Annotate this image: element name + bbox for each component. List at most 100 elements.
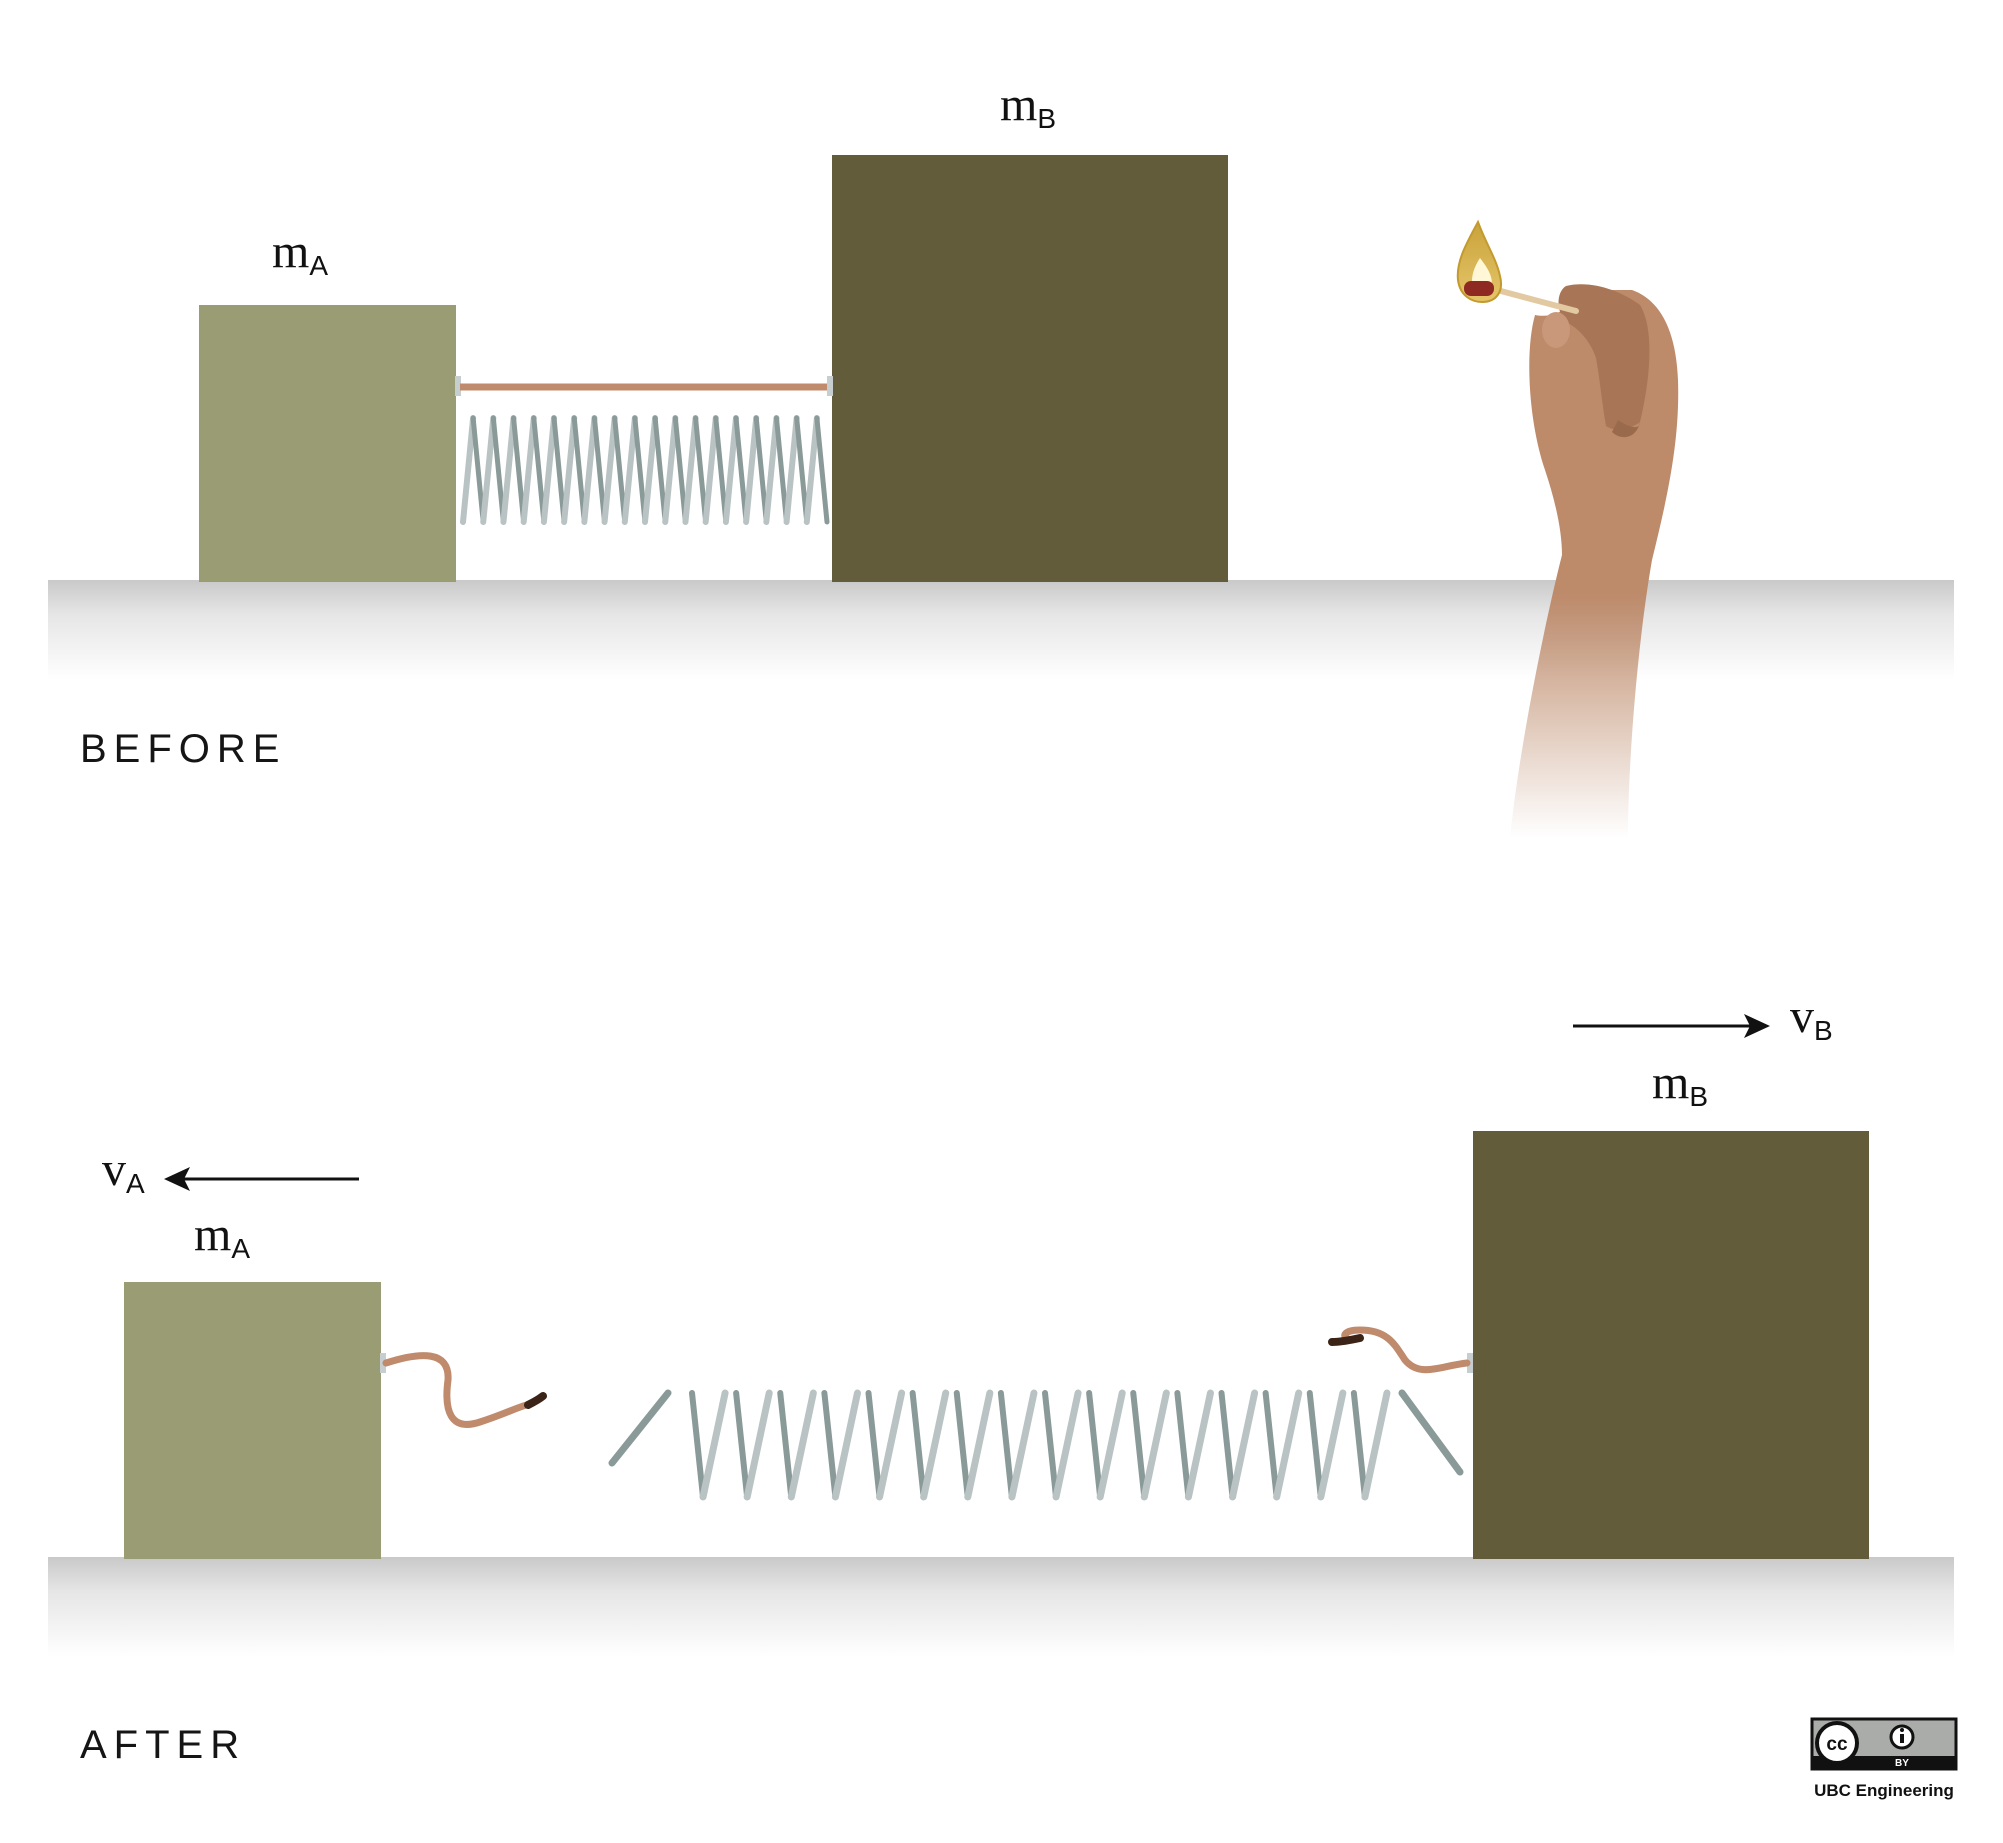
floor-before	[48, 580, 1954, 680]
spring-coil	[581, 415, 598, 525]
spring-coil	[672, 415, 688, 525]
mass-a-symbol: m	[194, 1208, 231, 1261]
by-person-icon-head	[1900, 1728, 1904, 1732]
match-head	[1464, 281, 1494, 296]
burnt-thread-b-tip	[1328, 1334, 1364, 1346]
spring-coil	[531, 415, 547, 525]
spring-coil	[1361, 1389, 1391, 1501]
spring-coil	[693, 415, 709, 525]
spring-coil	[702, 415, 719, 525]
spring-coil	[1174, 1390, 1192, 1500]
velocity-b-symbol: v	[1790, 990, 1814, 1043]
spring-coil	[551, 415, 567, 525]
spring-coil	[794, 415, 810, 525]
burnt-thread-b	[1341, 1326, 1471, 1374]
spring-coil	[470, 415, 486, 525]
clip-b-before	[827, 376, 833, 396]
spring-coil	[733, 415, 749, 525]
spring-coil	[1350, 1390, 1368, 1500]
spring-coil	[601, 415, 618, 525]
spring-coil	[460, 415, 477, 525]
velocity-a-symbol: v	[102, 1143, 126, 1196]
spring-coil	[520, 415, 537, 525]
spring-coil	[591, 415, 608, 525]
hand-knuckle	[1612, 420, 1640, 438]
released-spring	[608, 1389, 1464, 1501]
spring-coil	[571, 415, 587, 525]
spring-coil	[480, 415, 497, 525]
before-section: mA mB BEFORE	[48, 78, 1954, 838]
velocity-a-subscript: A	[126, 1168, 145, 1199]
spring-coil	[753, 415, 769, 525]
spring-coil	[1008, 1389, 1038, 1501]
block-b-before	[832, 155, 1228, 582]
spring-coil	[632, 415, 648, 525]
velocity-b-subscript: B	[1814, 1015, 1833, 1046]
spring-coil	[1218, 1390, 1236, 1500]
spring-coil	[909, 1390, 927, 1500]
spring-coil	[490, 415, 506, 525]
spring-coil	[783, 415, 800, 525]
spring-coil	[612, 415, 628, 525]
spring-coil	[777, 1390, 795, 1500]
spring-coil	[682, 415, 699, 525]
block-a-after	[124, 1282, 381, 1559]
label-velocity-a: vA	[102, 1143, 145, 1199]
spring-coil	[1130, 1390, 1148, 1500]
spring-coil	[1052, 1389, 1082, 1501]
spring-coil	[1184, 1389, 1214, 1501]
spring-coil	[652, 415, 668, 525]
spring-coil	[876, 1389, 906, 1501]
after-label: AFTER	[80, 1723, 246, 1767]
spring-coil	[865, 1390, 883, 1500]
spring-coil	[953, 1390, 971, 1500]
block-b-after	[1473, 1131, 1869, 1559]
burnt-thread-a-tip	[524, 1392, 547, 1409]
mass-a-subscript: A	[309, 250, 328, 281]
label-mass-a-after: mA	[194, 1208, 250, 1264]
by-person-icon-body	[1900, 1734, 1904, 1743]
credit-text: UBC Engineering	[1814, 1781, 1954, 1800]
label-mass-b-before: mB	[1000, 78, 1056, 134]
label-mass-b-after: mB	[1652, 1056, 1708, 1112]
spring-coil	[997, 1390, 1015, 1500]
spring-coil	[713, 415, 729, 525]
spring-coil	[662, 415, 679, 525]
spring-coil	[722, 415, 739, 525]
cc-text: cc	[1826, 1734, 1848, 1755]
cc-icon	[1815, 1721, 1859, 1765]
license-badge: cc BY UBC Engineering	[1810, 1717, 1958, 1800]
spring-coil	[500, 415, 517, 525]
label-velocity-b: vB	[1790, 990, 1833, 1046]
arm	[1510, 290, 1679, 838]
mass-b-symbol: m	[1000, 78, 1037, 131]
spring-coil	[1086, 1390, 1104, 1500]
spring-coil	[540, 415, 557, 525]
spring-coil	[1140, 1389, 1170, 1501]
spring-coil	[699, 1389, 729, 1501]
before-label: BEFORE	[80, 727, 286, 771]
spring-end	[1398, 1389, 1464, 1476]
spring-coil	[1273, 1389, 1303, 1501]
spring-coil	[1229, 1389, 1259, 1501]
hand-fingers	[1558, 284, 1650, 430]
spring-coil	[689, 1390, 707, 1500]
spring-coil	[1262, 1390, 1280, 1500]
spring-end	[608, 1389, 672, 1467]
block-a-before	[199, 305, 456, 582]
spring-coil	[787, 1389, 817, 1501]
spring-coil	[1317, 1389, 1347, 1501]
spring-coil	[814, 415, 830, 525]
mass-b-subscript: B	[1037, 103, 1056, 134]
spring-coil	[803, 415, 820, 525]
spring-coil	[733, 1390, 751, 1500]
spring-coil	[511, 415, 527, 525]
spring-coil	[773, 415, 790, 525]
velocity-b-arrowhead	[1744, 1014, 1770, 1038]
floor-after	[48, 1557, 1954, 1657]
spring-coil	[920, 1389, 950, 1501]
spring-coil	[964, 1389, 994, 1501]
thumb	[1542, 312, 1570, 348]
spring-coil	[763, 415, 780, 525]
clip-a-before	[455, 376, 461, 396]
